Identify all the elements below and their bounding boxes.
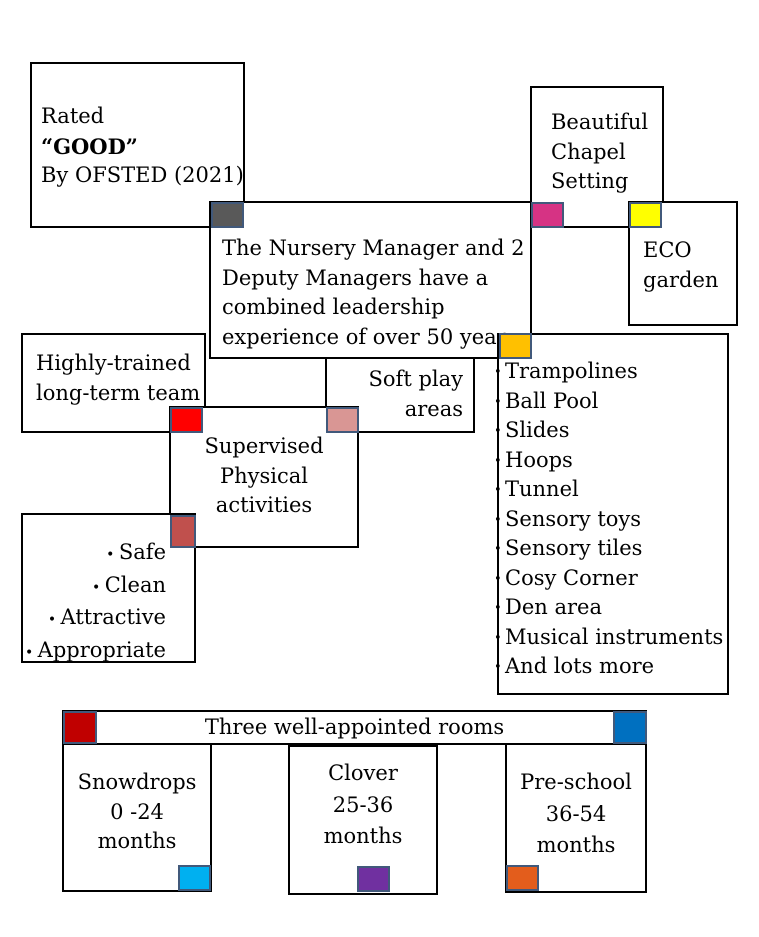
- equipment-item: Sensory toys: [494, 505, 723, 534]
- room-preschool-age: 36-54: [545, 801, 607, 826]
- physical-line1: Supervised: [204, 434, 324, 458]
- quality-item: Attractive: [25, 603, 166, 636]
- eco-line2: garden: [643, 267, 719, 292]
- softplay-line1: Soft play: [368, 367, 463, 391]
- connector-square-dark-red: [63, 711, 97, 744]
- equipment-item: Slides: [494, 416, 723, 446]
- rooms-header-bar: Three well-appointed rooms: [62, 710, 647, 745]
- chapel-line3: Setting: [551, 169, 629, 193]
- connector-square-brick: [170, 515, 196, 548]
- connector-square-sky: [178, 865, 211, 891]
- softplay-line2: areas: [404, 396, 463, 421]
- eco-line1: ECO: [643, 238, 692, 262]
- qualities-box: Safe Clean Attractive Appropriate: [21, 513, 196, 663]
- ofsted-box: Rated “GOOD” By OFSTED (2021): [30, 62, 245, 228]
- leadership-box: The Nursery Manager and 2 Deputy Manager…: [209, 201, 532, 359]
- connector-square-purple: [357, 866, 390, 892]
- equipment-item: Cosy Corner: [494, 564, 723, 593]
- equipment-item: Sensory tiles: [494, 534, 723, 564]
- room-snowdrops-age: 0 -24: [110, 799, 164, 824]
- equipment-list: Trampolines Ball Pool Slides Hoops Tunne…: [494, 357, 723, 682]
- team-line2: long-term team: [36, 380, 201, 405]
- room-preschool-unit: months: [536, 833, 616, 857]
- connector-square-burnt-orange: [506, 865, 539, 891]
- ofsted-by-text: By OFSTED (2021): [41, 163, 244, 187]
- room-clover-name: Clover: [328, 761, 398, 785]
- rooms-header-text: Three well-appointed rooms: [204, 715, 505, 739]
- quality-item: Safe: [25, 538, 166, 571]
- qualities-list: Safe Clean Attractive Appropriate: [25, 538, 166, 668]
- equipment-item: Trampolines: [494, 357, 723, 387]
- chapel-line2: Chapel: [551, 139, 626, 164]
- team-line1: Highly-trained: [36, 351, 191, 375]
- quality-item: Appropriate: [25, 636, 166, 669]
- leadership-line1: The Nursery Manager and 2: [222, 236, 525, 260]
- equipment-item: Ball Pool: [494, 387, 723, 416]
- room-clover-age: 25-36: [332, 792, 394, 817]
- chapel-line1: Beautiful: [551, 110, 649, 134]
- leadership-line3: combined leadership: [222, 295, 445, 319]
- physical-line2: Physical: [219, 463, 308, 488]
- connector-square-pink: [326, 407, 359, 433]
- connector-square-orange: [499, 333, 532, 359]
- room-clover-unit: months: [323, 824, 403, 848]
- physical-line3: activities: [215, 493, 313, 517]
- equipment-item: Musical instruments: [494, 623, 723, 652]
- team-box: Highly-trained long-term team: [21, 333, 206, 433]
- connector-square-dark-grey: [211, 202, 244, 228]
- room-snowdrops-unit: months: [97, 829, 177, 853]
- equipment-item: Tunnel: [494, 475, 723, 505]
- connector-square-yellow: [629, 202, 662, 228]
- room-preschool-box: Pre-school 36-54 months: [505, 743, 647, 893]
- quality-item: Clean: [25, 571, 166, 604]
- equipment-item: Hoops: [494, 446, 723, 475]
- equipment-item: And lots more: [494, 652, 723, 682]
- room-preschool-name: Pre-school: [520, 770, 632, 794]
- equipment-item: Den area: [494, 593, 723, 623]
- equipment-box: Trampolines Ball Pool Slides Hoops Tunne…: [494, 333, 729, 695]
- ofsted-good-text: “GOOD”: [41, 133, 138, 159]
- leadership-line2: Deputy Managers have a: [222, 265, 489, 290]
- connector-square-blue: [613, 711, 647, 744]
- room-snowdrops-name: Snowdrops: [77, 770, 197, 794]
- connector-square-red: [170, 407, 203, 433]
- leadership-line4: experience of over 50 year: [222, 324, 507, 349]
- ofsted-rated-text: Rated: [41, 104, 105, 128]
- connector-square-magenta: [531, 202, 564, 228]
